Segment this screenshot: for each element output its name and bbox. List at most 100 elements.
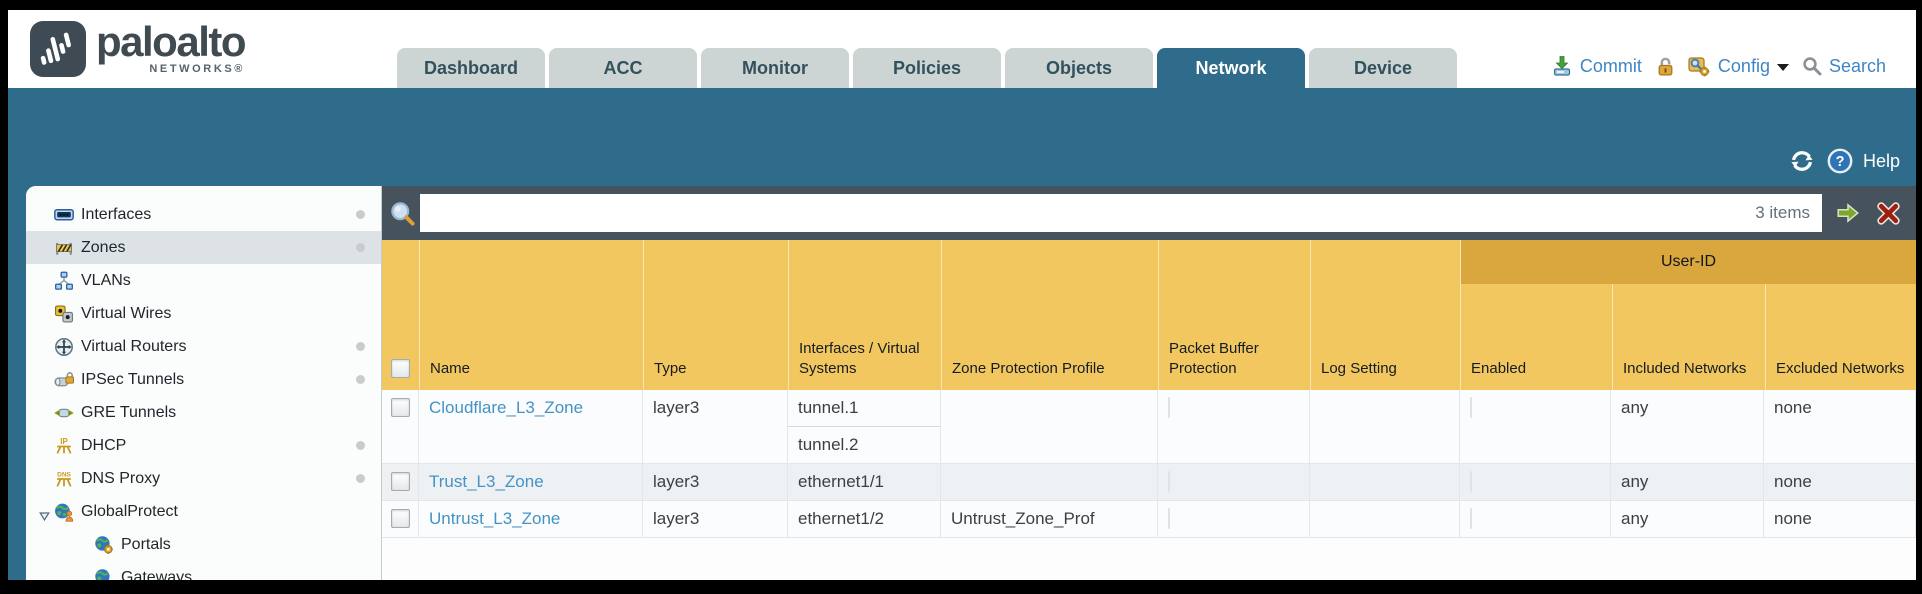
row-select-cell (382, 390, 419, 463)
cell-log-setting (1310, 464, 1460, 500)
cell-zone-protection-profile (941, 464, 1158, 500)
sidebar-item-gateways[interactable]: Gateways (26, 561, 381, 580)
enabled-checkbox[interactable] (1470, 471, 1472, 492)
cell-packet-buffer-protection (1158, 390, 1310, 463)
sidebar-item-label: VLANs (81, 271, 131, 289)
header-actions: Commit Config Search (1551, 54, 1886, 78)
column-header-enabled[interactable]: Enabled (1461, 284, 1612, 390)
help-label[interactable]: Help (1862, 150, 1900, 171)
column-header-label: Packet Buffer Protection (1169, 340, 1259, 377)
cell-included-networks: any (1611, 464, 1764, 500)
column-header-label: Type (654, 359, 687, 377)
enabled-checkbox[interactable] (1470, 508, 1472, 529)
tab-device[interactable]: Device (1309, 48, 1457, 88)
sidebar-item-label: GRE Tunnels (81, 403, 177, 421)
tab-monitor[interactable]: Monitor (701, 48, 849, 88)
apply-filter-button[interactable] (1834, 199, 1862, 227)
column-header-excluded-networks[interactable]: Excluded Networks (1765, 284, 1916, 390)
vlans-icon (54, 271, 74, 291)
interface-value: ethernet1/1 (798, 472, 885, 491)
virtual-wires-icon (54, 304, 74, 324)
filter-input[interactable] (420, 194, 1756, 232)
sidebar-item-label: DHCP (81, 436, 127, 454)
sidebar-item-ipsec-tunnels[interactable]: IPSec Tunnels (26, 363, 381, 396)
sidebar-item-zones[interactable]: Zones (26, 231, 381, 264)
status-dot (356, 342, 365, 351)
search-button[interactable]: Search (1828, 55, 1886, 76)
zone-name-link[interactable]: Cloudflare_L3_Zone (429, 398, 584, 417)
interface-value: tunnel.1 (798, 398, 859, 417)
cell-type: layer3 (643, 464, 788, 500)
tab-policies[interactable]: Policies (853, 48, 1001, 88)
sidebar-item-interfaces[interactable]: Interfaces (26, 198, 381, 231)
column-header-zone-protection-profile[interactable]: Zone Protection Profile (941, 240, 1158, 390)
help-icon[interactable]: ? (1827, 148, 1853, 174)
config-icon (1687, 54, 1711, 78)
sidebar-item-virtual-routers[interactable]: Virtual Routers (26, 330, 381, 363)
status-dot (356, 441, 365, 450)
cell-name: Trust_L3_Zone (419, 464, 643, 500)
column-header-name[interactable]: Name (419, 240, 643, 390)
config-dropdown-caret[interactable] (1776, 63, 1789, 71)
enabled-checkbox[interactable] (1470, 397, 1472, 418)
tab-objects[interactable]: Objects (1005, 48, 1153, 88)
select-all-checkbox[interactable] (391, 359, 410, 378)
cell-interfaces: ethernet1/2 (788, 501, 941, 537)
commit-icon (1551, 55, 1573, 77)
sidebar-item-portals[interactable]: Portals (26, 528, 381, 561)
tab-network[interactable]: Network (1157, 48, 1305, 88)
sidebar-item-gre-tunnels[interactable]: GRE Tunnels (26, 396, 381, 429)
search-icon (1802, 56, 1822, 76)
interfaces-icon (54, 205, 74, 225)
sidebar-item-globalprotect[interactable]: GlobalProtect (26, 495, 381, 528)
status-dot (356, 375, 365, 384)
column-header-label: Included Networks (1623, 359, 1747, 377)
tab-dashboard[interactable]: Dashboard (397, 48, 545, 88)
column-header-packet-buffer-protection[interactable]: Packet Buffer Protection (1158, 240, 1310, 390)
tab-acc[interactable]: ACC (549, 48, 697, 88)
sidebar-item-label: Zones (81, 238, 126, 256)
packet-buffer-protection-checkbox[interactable] (1168, 397, 1170, 418)
column-header-type[interactable]: Type (643, 240, 788, 390)
portals-icon (94, 535, 114, 555)
column-header-label: Name (430, 359, 471, 377)
svg-text:DNS: DNS (57, 471, 71, 478)
column-header-interfaces[interactable]: Interfaces / Virtual Systems (788, 240, 941, 390)
refresh-icon[interactable] (1789, 148, 1815, 174)
row-select-checkbox[interactable] (390, 398, 410, 417)
cell-excluded-networks: none (1764, 464, 1916, 500)
config-button[interactable]: Config (1717, 55, 1770, 76)
cell-packet-buffer-protection (1158, 464, 1310, 500)
zone-name-link[interactable]: Trust_L3_Zone (429, 472, 544, 491)
teal-band: ? Help (8, 88, 1916, 186)
lock-icon[interactable] (1655, 56, 1676, 77)
expander-down-icon[interactable] (34, 507, 54, 527)
cell-name: Cloudflare_L3_Zone (419, 390, 643, 463)
cell-enabled (1460, 464, 1611, 500)
row-select-cell (382, 501, 419, 537)
sidebar-item-label: Virtual Routers (81, 337, 187, 355)
sidebar-item-vlans[interactable]: VLANs (26, 264, 381, 297)
commit-button[interactable]: Commit (1579, 55, 1642, 76)
sidebar-item-label: Gateways (121, 568, 193, 581)
packet-buffer-protection-checkbox[interactable] (1168, 508, 1170, 529)
row-select-checkbox[interactable] (390, 472, 410, 491)
clear-filter-button[interactable] (1874, 199, 1902, 227)
row-select-checkbox[interactable] (390, 509, 410, 528)
sidebar-item-label: IPSec Tunnels (81, 370, 185, 388)
column-header-included-networks[interactable]: Included Networks (1612, 284, 1765, 390)
filter-toolbar: 3 items (382, 186, 1916, 240)
sidebar-item-virtual-wires[interactable]: Virtual Wires (26, 297, 381, 330)
packet-buffer-protection-checkbox[interactable] (1168, 471, 1170, 492)
row-select-cell (382, 464, 419, 500)
column-header-log-setting[interactable]: Log Setting (1310, 240, 1460, 390)
zone-name-link[interactable]: Untrust_L3_Zone (429, 509, 561, 528)
